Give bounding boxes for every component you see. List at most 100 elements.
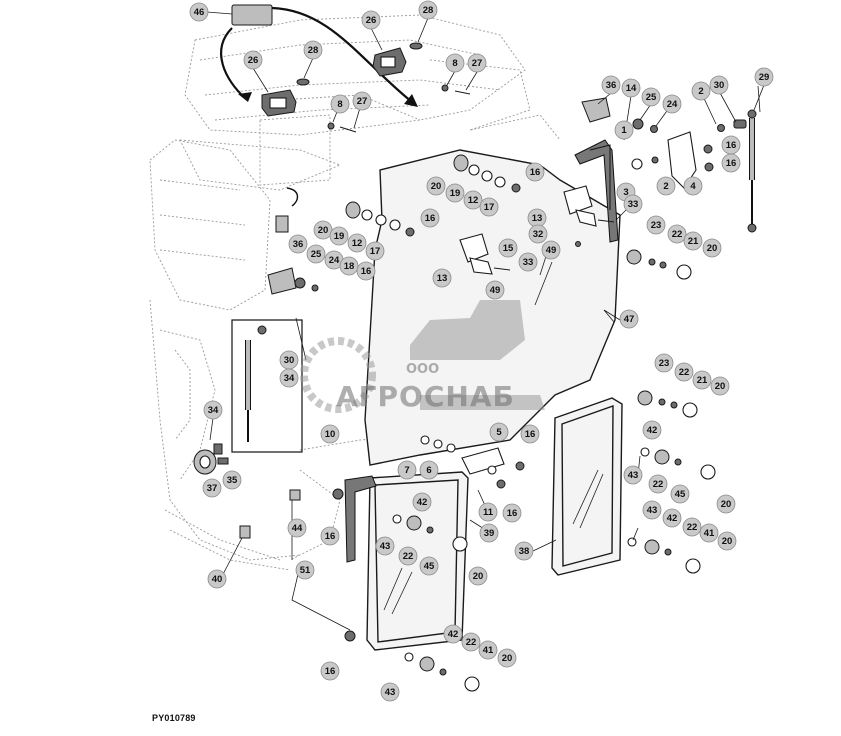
callout-20: 20 (710, 376, 730, 396)
callout-24: 24 (662, 94, 682, 114)
callout-bubble (303, 40, 323, 60)
callout-number: 20 (473, 571, 484, 582)
callout-26: 26 (361, 10, 381, 30)
callout-49: 49 (485, 280, 505, 300)
callout-37: 37 (202, 478, 222, 498)
part-25-lower (294, 277, 306, 289)
callout-number: 19 (334, 231, 345, 242)
callout-20: 20 (426, 176, 446, 196)
callout-bubble (306, 244, 326, 264)
callout-bubble (601, 75, 621, 95)
callout-number: 43 (385, 687, 396, 698)
callout-bubble (287, 518, 307, 538)
part-28-right (409, 42, 423, 50)
callout-bubble (243, 50, 263, 70)
callout-bubble (716, 494, 736, 514)
callout-46: 46 (189, 2, 209, 22)
callout-number: 20 (707, 243, 718, 254)
callout-number: 16 (530, 167, 541, 178)
part-16-c (496, 479, 506, 489)
callout-bubble (352, 91, 372, 111)
callout-bubble (648, 474, 668, 494)
callout-27: 27 (352, 91, 372, 111)
callout-35: 35 (222, 470, 242, 490)
callout-17: 17 (365, 241, 385, 261)
callout-bubble (203, 400, 223, 420)
callout-42: 42 (662, 508, 682, 528)
callout-number: 17 (370, 246, 381, 257)
knob-assembly-right-3 (640, 447, 716, 480)
callout-number: 16 (726, 140, 737, 151)
callout-bubble (365, 241, 385, 261)
diagram-code: PY010789 (152, 713, 196, 723)
callout-bubble (642, 420, 662, 440)
callout-bubble (528, 224, 548, 244)
callout-19: 19 (445, 183, 465, 203)
callout-17: 17 (479, 197, 499, 217)
callout-bubble (656, 176, 676, 196)
part-34-lower (213, 443, 223, 455)
callout-number: 41 (704, 528, 715, 539)
hinge-stack-middle (345, 201, 415, 237)
knob-assembly-left-2 (404, 652, 480, 692)
watermark-company-name: АГРОСНАБ (336, 380, 515, 413)
callout-number: 26 (248, 55, 259, 66)
callout-19: 19 (329, 226, 349, 246)
callout-14: 14 (621, 78, 641, 98)
callout-18: 18 (339, 256, 359, 276)
callout-bubble (375, 536, 395, 556)
callout-number: 44 (292, 523, 303, 534)
callout-32: 32 (528, 224, 548, 244)
callout-number: 17 (484, 202, 495, 213)
callout-number: 8 (452, 58, 457, 69)
callout-number: 36 (606, 80, 617, 91)
callout-bubble (189, 2, 209, 22)
callout-number: 49 (490, 285, 501, 296)
callout-39: 39 (479, 523, 499, 543)
callout-number: 37 (207, 483, 218, 494)
callout-bubble (670, 484, 690, 504)
callout-20: 20 (716, 494, 736, 514)
callout-bubble (419, 556, 439, 576)
callout-number: 28 (308, 45, 319, 56)
callout-2: 2 (656, 176, 676, 196)
knob-assembly-right-1 (626, 249, 692, 280)
callout-16: 16 (356, 261, 376, 281)
callout-bubble (721, 153, 741, 173)
callout-number: 30 (714, 80, 725, 91)
callout-number: 34 (284, 373, 295, 384)
callout-30: 30 (709, 75, 729, 95)
callout-number: 28 (423, 5, 434, 16)
callout-51: 51 (295, 560, 315, 580)
callout-number: 42 (647, 425, 658, 436)
callout-number: 16 (525, 429, 536, 440)
callout-bubble (654, 353, 674, 373)
callout-bubble (514, 541, 534, 561)
callout-bubble (288, 234, 308, 254)
callout-bubble (463, 190, 483, 210)
callout-number: 24 (667, 99, 678, 110)
callout-20: 20 (497, 648, 517, 668)
callout-bubble (347, 233, 367, 253)
callout-bubble (361, 10, 381, 30)
callout-number: 33 (628, 199, 639, 210)
hinge-stack-upper (453, 154, 521, 193)
callout-34: 34 (203, 400, 223, 420)
callout-bubble (646, 215, 666, 235)
callout-bubble (397, 460, 417, 480)
callout-bubble (541, 240, 561, 260)
callout-number: 29 (759, 72, 770, 83)
hinge-15 (459, 233, 511, 275)
callout-number: 24 (329, 255, 340, 266)
callout-number: 20 (715, 381, 726, 392)
part-46-pad (231, 4, 273, 26)
callout-bubble (207, 569, 227, 589)
callout-number: 22 (687, 522, 698, 533)
gas-strut-29 (747, 109, 757, 233)
callout-number: 11 (483, 507, 494, 518)
callout-number: 39 (484, 528, 495, 539)
callout-29: 29 (754, 67, 774, 87)
callout-20: 20 (717, 531, 737, 551)
part-40 (239, 525, 251, 539)
callout-number: 38 (519, 546, 530, 557)
